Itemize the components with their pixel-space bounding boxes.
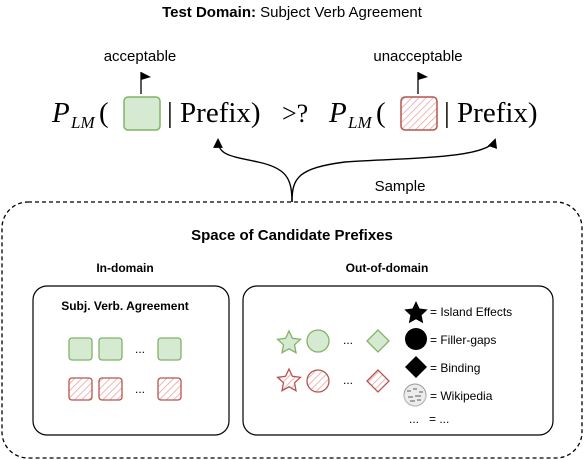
compare-symbol: >? [282, 99, 308, 128]
in-domain-unacceptable-row [68, 377, 182, 401]
candidate-space-title: Space of Candidate Prefixes [191, 227, 393, 244]
star-icon [276, 367, 302, 392]
title-rest: Subject Verb Agreement [256, 4, 423, 21]
ellipsis: ... [343, 373, 353, 387]
wikipedia-icon [403, 383, 427, 407]
legend-wikipedia: = Wikipedia [430, 389, 493, 403]
unacceptable-sample [157, 377, 182, 401]
p-symbol-right: P [328, 97, 347, 129]
ellipsis: ... [343, 333, 353, 347]
unacceptable-sample [68, 377, 93, 401]
legend-binding: = Binding [430, 361, 480, 375]
title-bold: Test Domain: [162, 4, 256, 21]
unacceptable-sample [98, 377, 123, 401]
acceptable-sample [68, 337, 93, 361]
legend-filler-gaps: = Filler-gaps [430, 333, 496, 347]
unacceptable-sentence-box [400, 96, 438, 131]
subscript-left: LM [70, 113, 95, 132]
sample-label: Sample [375, 178, 426, 195]
page-title: Test Domain: Subject Verb Agreement [162, 4, 423, 21]
bar-prefix-left: | Prefix) [167, 97, 261, 129]
ellipsis: ... [135, 342, 145, 356]
diamond-icon [366, 369, 390, 393]
star-icon [404, 301, 428, 324]
circle-icon [405, 328, 427, 350]
in-domain-box-title: Subj. Verb. Agreement [61, 299, 189, 313]
p-symbol-left: P [51, 97, 70, 129]
bar-prefix-right: | Prefix) [444, 97, 538, 129]
out-domain-box [242, 285, 554, 436]
diamond-icon [366, 329, 390, 353]
unacceptable-label: unacceptable [373, 48, 462, 65]
circle-icon [306, 329, 330, 353]
acceptable-flag-icon [140, 72, 151, 94]
acceptable-sample [157, 337, 182, 361]
legend-more: ... = ... [409, 412, 449, 426]
in-domain-heading: In-domain [96, 261, 153, 275]
diamond-icon [405, 356, 427, 378]
acceptable-sample [98, 337, 123, 361]
out-domain-unacceptable-row [276, 367, 390, 393]
shape-legend: = Island Effects = Filler-gaps = Binding… [403, 301, 512, 426]
star-icon [276, 329, 302, 354]
open-paren-right: ( [376, 97, 386, 129]
probability-equation: P LM ( | Prefix) >? P LM ( | Prefix) [51, 96, 538, 132]
out-domain-acceptable-row [276, 329, 390, 354]
legend-island-effects: = Island Effects [430, 305, 512, 319]
acceptable-sentence-box [123, 96, 161, 131]
unacceptable-flag-icon [417, 72, 428, 94]
out-domain-heading: Out-of-domain [346, 261, 429, 275]
open-paren-left: ( [99, 97, 109, 129]
circle-icon [306, 369, 330, 393]
subscript-right: LM [347, 113, 372, 132]
acceptable-label: acceptable [104, 48, 177, 65]
in-domain-acceptable-row [68, 337, 182, 361]
sample-arrows [213, 138, 497, 203]
ellipsis: ... [135, 382, 145, 396]
